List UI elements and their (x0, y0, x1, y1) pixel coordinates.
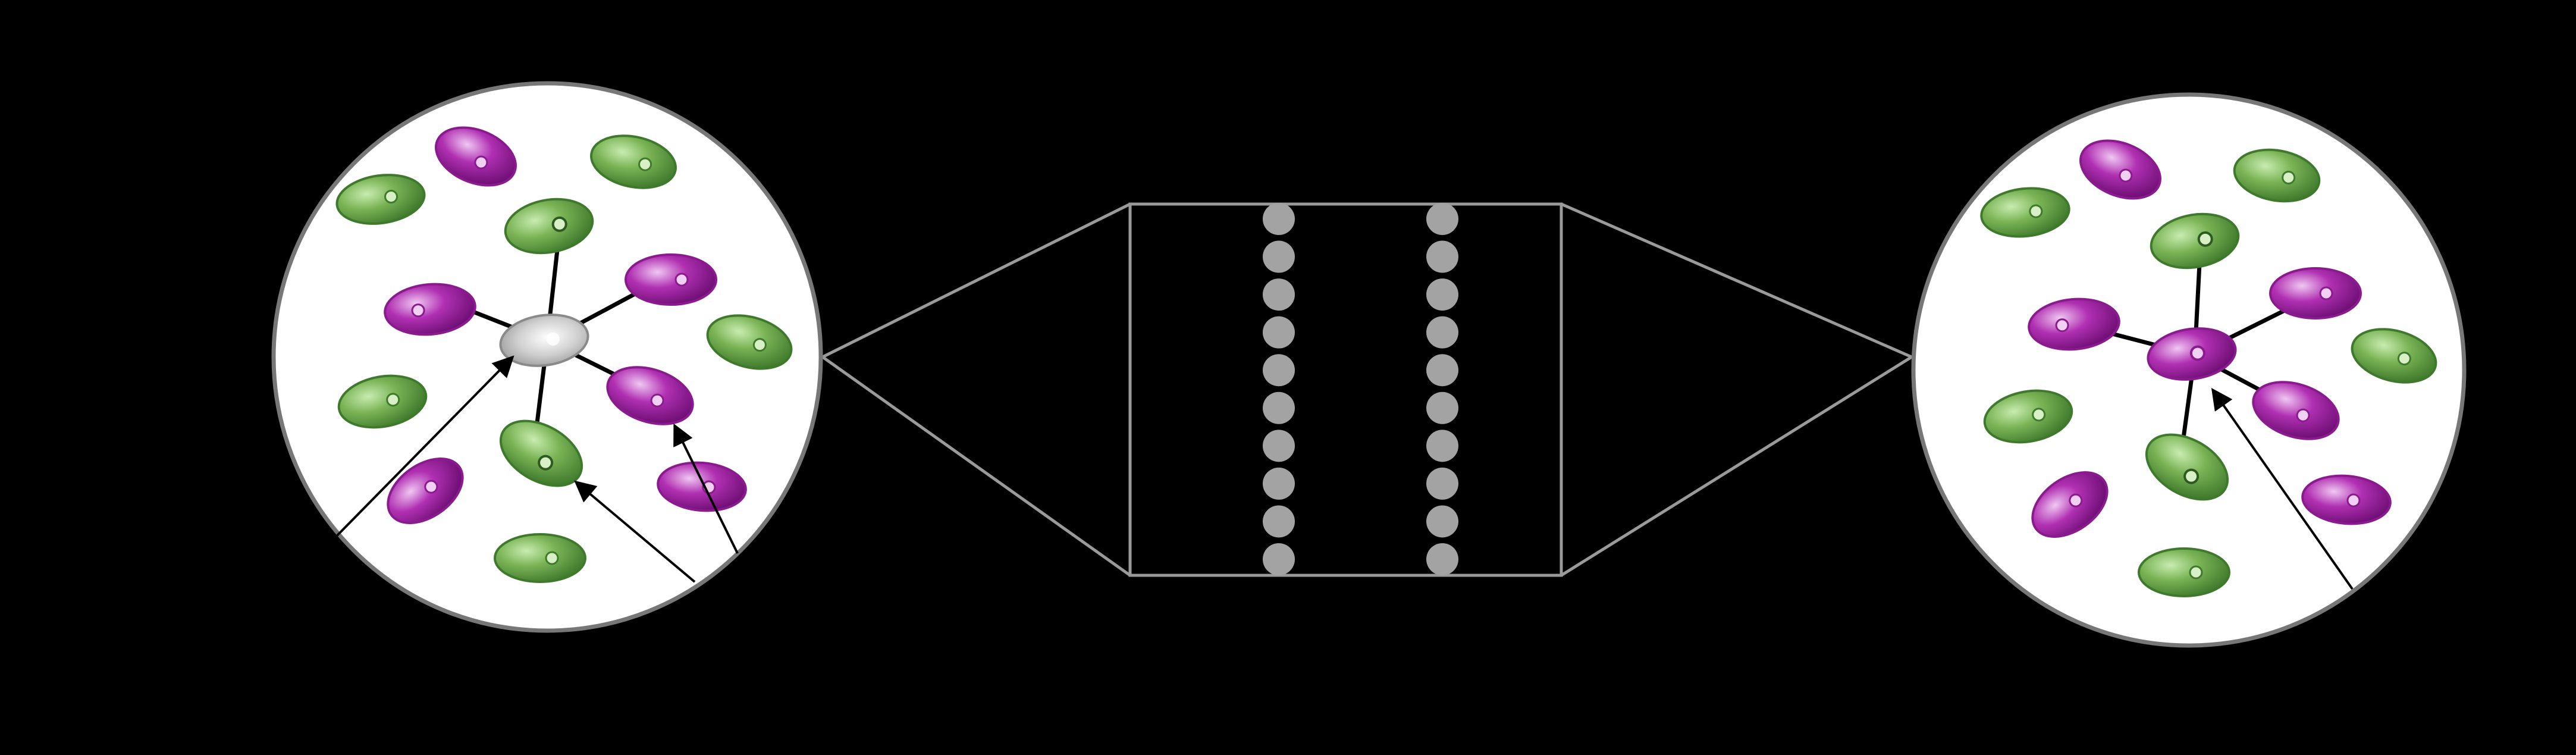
green-cell (590, 134, 677, 189)
arrow-to-center-cell (333, 355, 514, 540)
green-cell (2138, 547, 2230, 597)
bead (1426, 505, 1458, 538)
bead (1426, 543, 1458, 575)
bead (1426, 240, 1458, 273)
purple-neighbor-cell (2028, 297, 2120, 351)
left-cells (335, 126, 793, 583)
purple-cell (657, 461, 747, 512)
bead (1263, 203, 1295, 235)
left-neighbors (384, 198, 717, 487)
bead (1426, 467, 1458, 500)
bead-box (1128, 202, 1563, 577)
center-cell-purple (2147, 327, 2237, 381)
arrow-to-purple-neighbor (673, 423, 739, 554)
bead (1426, 278, 1458, 311)
bead (1426, 391, 1458, 424)
green-cell (494, 533, 586, 583)
purple-neighbor-cell (606, 366, 694, 425)
purple-cell (387, 458, 464, 524)
green-cell (1980, 187, 2070, 238)
purple-neighbor-cell (2269, 267, 2362, 319)
left-arrows (333, 355, 739, 583)
green-cell (337, 374, 428, 429)
arrow-to-green-neighbor (574, 480, 696, 583)
connector-left-top (821, 202, 1131, 359)
bead (1263, 354, 1295, 387)
green-cell (706, 314, 793, 370)
green-neighbor-cell (2145, 433, 2229, 501)
purple-neighbor-cell (2252, 381, 2340, 440)
bead (1426, 203, 1458, 235)
purple-neighbor-cell (384, 283, 476, 336)
green-cell (1983, 389, 2073, 444)
bead (1263, 240, 1295, 273)
purple-cell (2079, 139, 2161, 200)
arrow-to-center-cell (2211, 388, 2354, 590)
bead (1263, 505, 1295, 538)
bead (1426, 316, 1458, 349)
purple-cell (2031, 471, 2109, 538)
purple-cell (2301, 474, 2392, 525)
green-neighbor-cell (2150, 212, 2240, 270)
bead (1263, 391, 1295, 424)
right-cells (1980, 139, 2437, 597)
green-neighbor-cell (504, 198, 594, 255)
green-neighbor-cell (499, 419, 583, 487)
bead (1263, 543, 1295, 575)
bead (1263, 316, 1295, 349)
left-panel (271, 81, 823, 633)
right-neighbors (2028, 212, 2362, 501)
bead (1263, 430, 1295, 462)
green-cell (2351, 328, 2437, 384)
bead (1263, 278, 1295, 311)
bead (1426, 354, 1458, 387)
connector-right-top (1561, 202, 1912, 359)
connector-right-bottom (1560, 355, 1913, 577)
center-cell-neutral (499, 314, 589, 367)
green-cell (335, 174, 426, 225)
bead-panel (1128, 202, 1563, 577)
bead (1426, 430, 1458, 462)
right-arrows (2211, 388, 2354, 590)
bead-columns (1263, 203, 1458, 575)
purple-cell (435, 126, 517, 187)
right-panel (1911, 92, 2467, 648)
connector-lines (821, 202, 1913, 577)
purple-neighbor-cell (625, 253, 717, 306)
connector-left-bottom (821, 355, 1131, 577)
bead (1263, 467, 1295, 500)
green-cell (2233, 148, 2321, 203)
